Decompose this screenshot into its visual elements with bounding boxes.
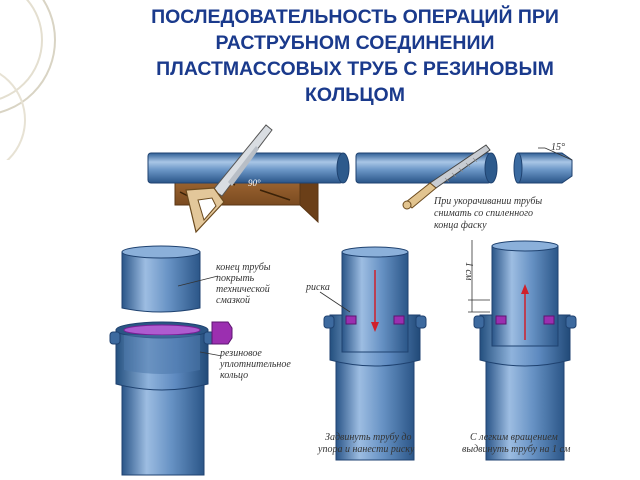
cutting-step: 90° xyxy=(147,124,350,234)
ring-note-line-2: уплотнительное xyxy=(219,359,291,370)
chamfered-pipe-end xyxy=(517,152,573,184)
mark-label: риска xyxy=(305,282,330,293)
ring-left-2 xyxy=(495,315,507,325)
chamfer-note-line-2: снимать со спиленного xyxy=(434,208,533,219)
withdraw-caption-line-1: С легким вращением xyxy=(470,432,558,443)
lubricated-pipe xyxy=(121,251,201,313)
ring-left xyxy=(345,315,357,325)
lubricate-step: конец трубы покрыть технической смазкой … xyxy=(109,245,291,476)
page-title: ПОСЛЕДОВАТЕЛЬНОСТЬ ОПЕРАЦИЙ ПРИ РАСТРУБН… xyxy=(70,4,640,108)
chamfer-note-line-1: При укорачивании трубы xyxy=(433,196,542,207)
withdraw-step: 1 см С легким вращением выдвинуть трубу … xyxy=(462,240,577,461)
insert-caption-line-1: Задвинуть трубу до xyxy=(325,432,411,443)
title-line-4: КОЛЬЦОМ xyxy=(305,84,405,106)
title-line-3: ПЛАСТМАССОВЫХ ТРУБ С РЕЗИНОВЫМ xyxy=(156,58,554,80)
lube-note-line-3: технической xyxy=(216,284,270,295)
chamfer-step: 15° При укорачивании трубы снимать со сп… xyxy=(355,142,573,231)
insert-step: риска Задвинуть трубу до упора и нанести… xyxy=(305,246,427,461)
lube-note-line-1: конец трубы xyxy=(216,262,271,273)
ring-note-line-1: резиновое xyxy=(219,348,262,359)
angle-15-label: 15° xyxy=(551,142,565,153)
title-line-1: ПОСЛЕДОВАТЕЛЬНОСТЬ ОПЕРАЦИЙ ПРИ xyxy=(151,6,559,28)
lower-pipe-3 xyxy=(485,351,565,461)
angle-90-label: 90° xyxy=(248,178,261,188)
gap-label: 1 см xyxy=(463,262,474,281)
ring-note-line-3: кольцо xyxy=(220,370,248,381)
rubber-ring-in-socket xyxy=(123,324,201,336)
ring-right-2 xyxy=(543,315,555,325)
withdraw-caption-line-2: выдвинуть трубу на 1 см xyxy=(462,444,571,455)
lube-note-line-2: покрыть xyxy=(216,273,255,284)
corner-ornament xyxy=(0,0,78,160)
title-line-2: РАСТРУБНОМ СОЕДИНЕНИИ xyxy=(215,32,495,54)
lube-note-line-4: смазкой xyxy=(216,295,250,306)
ring-right xyxy=(393,315,405,325)
lower-pipe-2 xyxy=(335,351,415,461)
insert-caption-line-2: упора и нанести риску xyxy=(317,444,415,455)
rubber-ring-section xyxy=(211,321,233,345)
chamfer-note-line-3: конца фаску xyxy=(434,220,487,231)
